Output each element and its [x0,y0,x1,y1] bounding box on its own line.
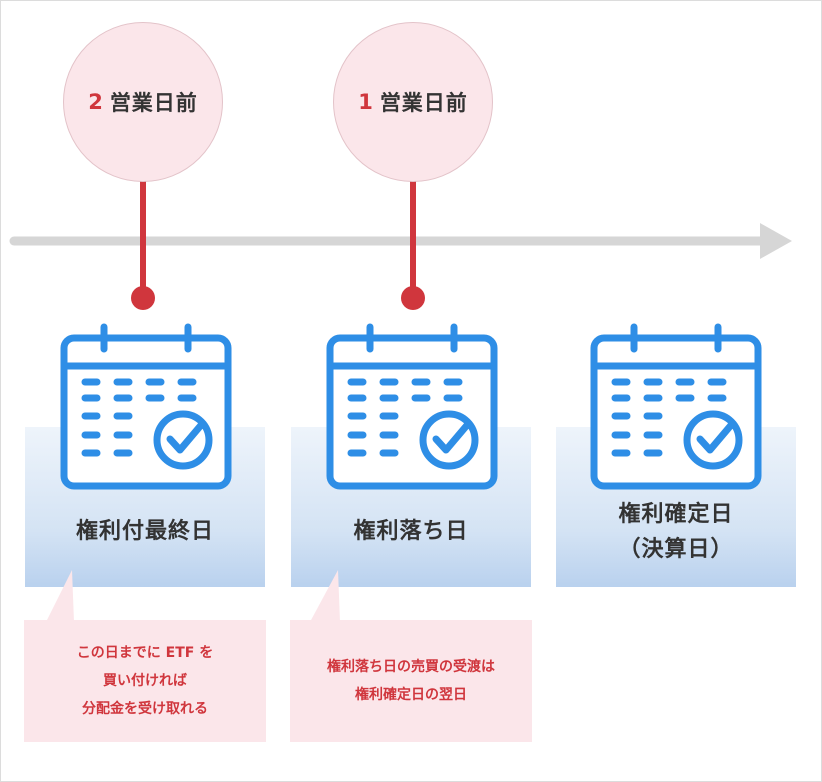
marker-number: 2 [88,90,104,114]
callout-tail [310,570,340,622]
marker-2-business-days-before: 2 営業日前 [63,22,223,182]
callout-tail [46,570,74,622]
note-line: 権利確定日の翌日 [355,687,467,703]
pin-dot-1 [131,286,155,310]
callout-note-last-cum-date: この日までに ETF を 買い付ければ 分配金を受け取れる [24,620,266,742]
card-title: 権利落ち日 [353,519,469,544]
card-subtitle: （決算日） [618,537,734,562]
calendar-check-icon [326,323,498,490]
note-line: この日までに ETF を [76,645,214,661]
marker-label: 営業日前 [379,91,468,115]
callout-note-ex-rights-date: 権利落ち日の売買の受渡は 権利確定日の翌日 [290,620,532,742]
note-line: 分配金を受け取れる [82,701,208,717]
pin-dot-2 [401,286,425,310]
marker-number: 1 [358,90,374,114]
marker-1-business-day-before: 1 営業日前 [333,22,493,182]
calendar-check-icon [60,323,232,490]
calendar-check-icon [590,323,762,490]
note-line: 買い付ければ [103,673,187,689]
marker-label: 営業日前 [109,91,198,115]
note-line: 権利落ち日の売買の受渡は [327,659,495,675]
card-title: 権利付最終日 [75,519,214,544]
arrow-right-icon [760,223,792,259]
card-title: 権利確定日 [618,502,734,527]
